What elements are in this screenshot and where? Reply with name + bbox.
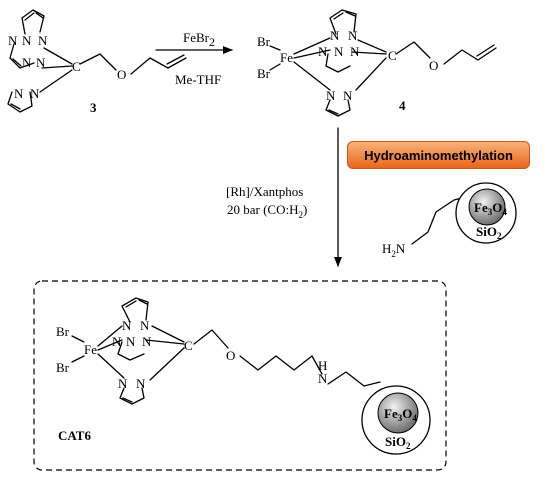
atom-Fe: Fe: [280, 50, 293, 65]
atom-C: C: [72, 59, 81, 74]
atom-N: N: [22, 33, 32, 48]
atom-N: N: [126, 334, 136, 349]
reagent-febr2: FeBr2: [183, 30, 215, 49]
atom-O: O: [117, 67, 126, 82]
atom-N: N: [22, 55, 32, 70]
atom-N: N: [343, 88, 353, 103]
atom-N: N: [350, 44, 360, 59]
atom-Br: Br: [56, 360, 70, 375]
atom-N: N: [118, 376, 128, 391]
pressure-label: 20 bar (CO:H2): [227, 202, 307, 220]
atom-N: N: [30, 86, 40, 101]
product-label: CAT6: [58, 428, 91, 443]
product-structure: [71, 297, 381, 405]
atom-C: C: [184, 338, 193, 353]
shell-label: SiO2: [476, 224, 502, 241]
magnetite-core: [468, 188, 506, 226]
product-shell-label: SiO2: [385, 434, 411, 451]
amine-group: H2N: [382, 241, 406, 259]
atom-N: N: [36, 55, 46, 70]
atom-Br: Br: [56, 324, 70, 339]
atom-N: N: [122, 318, 132, 333]
atom-Br: Br: [257, 66, 271, 81]
catalyst-label: [Rh]/Xantphos: [226, 184, 303, 199]
product-core-label: Fe3O4: [384, 406, 417, 423]
product-atoms: Br Br Fe N N N N N N N C O H N CAT6: [56, 318, 328, 443]
aminopropyl-particle-reagent: H2N Fe3O4 SiO2: [382, 182, 517, 259]
hydroaminomethylation-banner: Hydroaminomethylation: [347, 141, 530, 169]
atom-H: H: [318, 358, 327, 373]
product-magnetite-core: [377, 392, 419, 434]
atom-O: O: [226, 348, 235, 363]
atom-C: C: [388, 48, 397, 63]
atom-N: N: [318, 371, 328, 386]
compound-3-label: 3: [90, 100, 97, 115]
atom-N: N: [334, 44, 344, 59]
core-label: Fe3O4: [474, 200, 507, 217]
atom-N: N: [140, 318, 150, 333]
product-particle: Fe3O4 SiO2: [361, 385, 431, 455]
compound-4-atoms: Br Br Fe N N N N N N N C O 4: [257, 28, 438, 113]
atom-Fe: Fe: [84, 342, 97, 357]
solvent-label: Me-THF: [175, 72, 221, 87]
atom-N: N: [8, 33, 18, 48]
compound-4-label: 4: [399, 98, 406, 113]
reaction-arrow-1: FeBr2 Me-THF: [155, 30, 233, 87]
atom-N: N: [330, 28, 340, 43]
atom-N: N: [136, 376, 146, 391]
atom-N: N: [14, 86, 24, 101]
reaction-arrow-2: [Rh]/Xantphos 20 bar (CO:H2): [226, 127, 342, 267]
compound-3-structure: [7, 9, 187, 113]
atom-Br: Br: [257, 34, 271, 49]
atom-O: O: [429, 58, 438, 73]
atom-N: N: [326, 88, 336, 103]
atom-N: N: [318, 44, 328, 59]
atom-N: N: [112, 334, 122, 349]
compound-3-atoms: N N N N N N N C O 3: [8, 33, 126, 115]
atom-N: N: [38, 33, 48, 48]
atom-N: N: [348, 28, 358, 43]
compound-4-structure: [269, 9, 497, 117]
product-box: [33, 280, 447, 471]
atom-N: N: [142, 334, 152, 349]
